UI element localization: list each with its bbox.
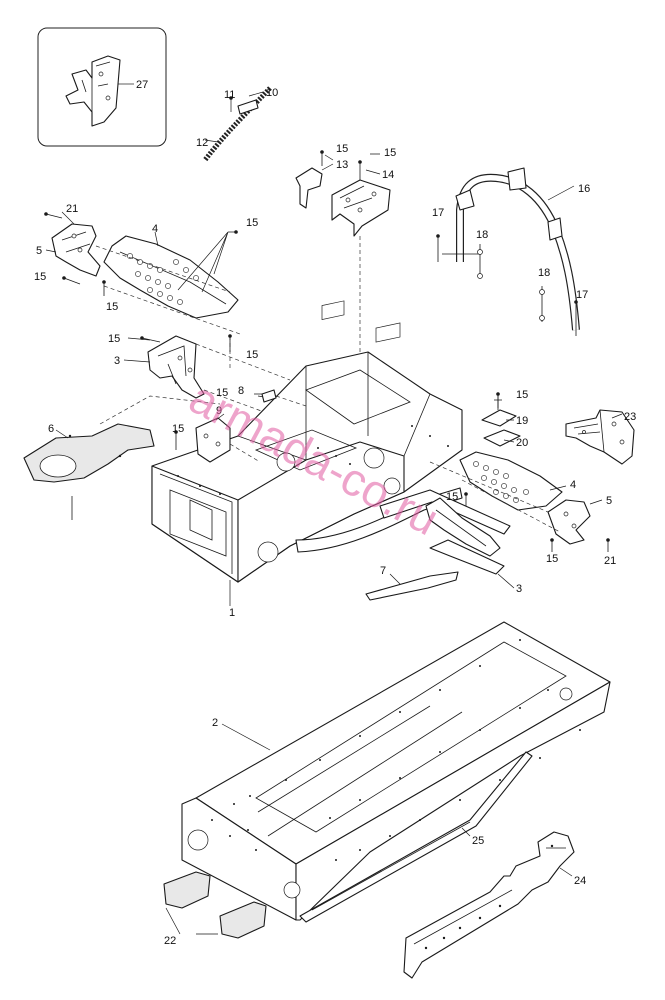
callout-17-a: 17 xyxy=(432,207,444,219)
callout-10: 10 xyxy=(266,87,278,99)
part-5-bracket-left xyxy=(45,211,241,335)
part-24-rail xyxy=(403,831,575,979)
callout-12: 12 xyxy=(196,137,208,149)
callout-4-left: 4 xyxy=(152,223,158,235)
part-3-bracket-left xyxy=(123,335,291,421)
callout-15-c: 15 xyxy=(246,217,258,229)
callout-22: 22 xyxy=(164,935,176,947)
part-19-20-brackets xyxy=(481,394,521,447)
part-6-cover xyxy=(23,395,221,520)
callout-14: 14 xyxy=(382,169,394,181)
callout-15-j: 15 xyxy=(516,389,528,401)
callout-18-b: 18 xyxy=(538,267,550,279)
fasteners xyxy=(44,96,610,552)
callout-15-i: 15 xyxy=(172,423,184,435)
callout-3-left: 3 xyxy=(114,355,120,367)
part-12-seal xyxy=(203,86,272,162)
callout-5-right: 5 xyxy=(606,495,612,507)
inset-part-27 xyxy=(37,27,167,147)
callout-6: 6 xyxy=(48,423,54,435)
part-5-bracket-right xyxy=(429,461,603,545)
callout-5-left: 5 xyxy=(36,245,42,257)
part-4-footrest-left xyxy=(103,231,239,319)
callout-13: 13 xyxy=(336,159,348,171)
part-16-hoop xyxy=(437,167,580,336)
callout-15-f: 15 xyxy=(108,333,120,345)
callout-1: 1 xyxy=(229,607,235,619)
part-22-plates xyxy=(163,871,267,939)
callout-8: 8 xyxy=(238,385,244,397)
part-1-chassis xyxy=(151,300,511,606)
part-7-bar xyxy=(365,571,459,601)
callout-9: 9 xyxy=(216,405,222,417)
part-23-bracket xyxy=(565,409,635,465)
part-4-footrest-right xyxy=(459,451,567,511)
callout-21-a: 21 xyxy=(66,203,78,215)
callout-27: 27 xyxy=(136,79,148,91)
callout-18-a: 18 xyxy=(476,229,488,241)
callout-4-right: 4 xyxy=(570,479,576,491)
callout-15-h: 15 xyxy=(216,387,228,399)
part-2-tunnel xyxy=(181,621,611,921)
callout-15-l: 15 xyxy=(546,553,558,565)
callout-7: 7 xyxy=(380,565,386,577)
callout-24: 24 xyxy=(574,875,586,887)
callout-15-g: 15 xyxy=(246,349,258,361)
callout-21-b: 21 xyxy=(604,555,616,567)
callout-16: 16 xyxy=(578,183,590,195)
callout-3-right: 3 xyxy=(516,583,522,595)
callout-17-b: 17 xyxy=(576,289,588,301)
part-25-rail xyxy=(299,751,533,923)
part-13-bracket xyxy=(295,152,334,209)
callout-15-a: 15 xyxy=(336,143,348,155)
callout-2: 2 xyxy=(212,717,218,729)
callout-19: 19 xyxy=(516,415,528,427)
callout-15-d: 15 xyxy=(34,271,46,283)
part-14-plate xyxy=(331,153,391,410)
callout-25: 25 xyxy=(472,835,484,847)
callout-15-e: 15 xyxy=(106,301,118,313)
callout-23: 23 xyxy=(624,411,636,423)
callout-20: 20 xyxy=(516,437,528,449)
callout-15-k: 15 xyxy=(446,491,458,503)
callout-11: 11 xyxy=(224,89,235,101)
callout-15-b: 15 xyxy=(384,147,396,159)
callout-labels: 1 2 3 3 4 4 5 5 6 7 8 9 10 11 12 13 14 1… xyxy=(34,79,636,947)
part-3-bracket-right xyxy=(425,497,515,589)
part-9-plate xyxy=(195,389,307,463)
